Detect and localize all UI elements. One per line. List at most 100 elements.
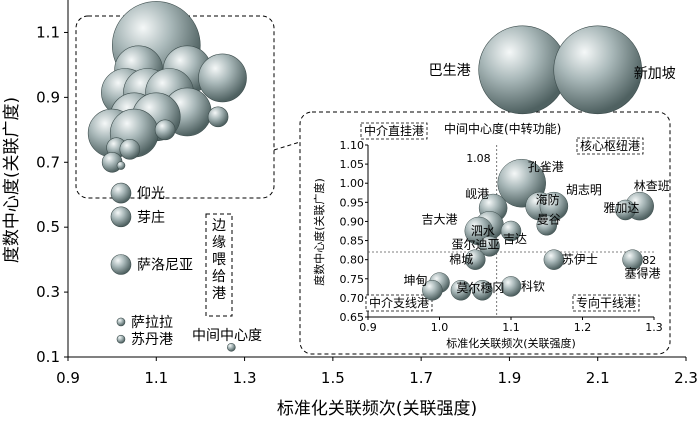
quadrant-label-intermediary-feeder: 中介支线港 xyxy=(369,295,429,310)
inset-bubble xyxy=(472,279,493,301)
inset-point-label: 海防 xyxy=(536,192,560,207)
main-point-label: 巴生港 xyxy=(429,63,471,79)
main-bubble xyxy=(116,161,126,170)
inset-y-tick-label: 0.95 xyxy=(340,196,365,209)
callout-connector-line xyxy=(273,141,301,151)
inset-y-tick-label: 0.65 xyxy=(340,311,365,324)
inset-point-label: 坤甸 xyxy=(404,273,428,288)
main-x-tick-label: 2.3 xyxy=(674,369,698,387)
inset-y-tick-label: 0.70 xyxy=(340,292,365,305)
inset-y-tick-label: 1.10 xyxy=(340,139,365,152)
main-bubble xyxy=(198,53,247,103)
inset-x-tick-label: 1.0 xyxy=(431,321,449,334)
inset-x-axis-label: 标准化关联频次(关联强度) xyxy=(446,336,576,350)
main-x-tick-label: 2.1 xyxy=(586,369,610,387)
quadrant-label-intermediary-direct: 中介直挂港 xyxy=(364,123,424,138)
inset-bubble xyxy=(615,199,636,221)
main-point-label: 芽庄 xyxy=(137,209,165,226)
inset-point-label: 孔雀港 xyxy=(528,160,564,174)
main-bubble xyxy=(119,138,141,160)
main-y-tick-label: 0.7 xyxy=(36,153,60,171)
main-point-label: 萨洛尼亚 xyxy=(137,258,193,274)
inset-ref-x-label: 1.08 xyxy=(466,152,491,165)
inset-x-tick-label: 0.9 xyxy=(359,321,377,334)
main-bubble xyxy=(227,342,236,352)
betweenness-annotation: 中间中心度 xyxy=(192,328,262,344)
quadrant-label-intermediary-feeder-box xyxy=(365,294,433,312)
inset-bubble xyxy=(450,279,472,301)
inset-point-label: 苏伊士 xyxy=(562,253,598,267)
main-bubble xyxy=(110,254,132,275)
quadrant-label-core-hub: 核心枢纽港 xyxy=(580,138,640,153)
main-ticks: 0.9 1.1 1.3 1.5 1.7 1.9 2.1 2.3 0.1 0.3 0.5 0.7 0.9 1… xyxy=(36,23,698,387)
inset-bubbles xyxy=(422,158,654,301)
inset-point-label: 棉城 xyxy=(449,253,473,267)
main-bubble xyxy=(110,182,132,204)
quadrant-label-betweenness: 中间中心度(中转功能) xyxy=(444,121,561,136)
inset-bubble xyxy=(500,276,522,297)
inset-y-tick-label: 0.75 xyxy=(340,273,365,286)
main-x-tick-label: 0.9 xyxy=(56,369,80,387)
inset-point-label: 岘港 xyxy=(465,187,489,201)
inset-point-label: 莫尔穆冈 xyxy=(456,280,504,295)
main-point-label: 新加坡 xyxy=(634,66,676,82)
main-x-tick-label: 1.9 xyxy=(497,369,521,387)
main-x-tick-label: 1.3 xyxy=(233,369,257,387)
main-y-tick-label: 0.9 xyxy=(36,88,60,106)
inset-point-label: 吉达 xyxy=(503,232,527,246)
main-bubble xyxy=(154,119,176,141)
feeder-port-annotation: 边缘喂给港 xyxy=(212,218,226,302)
inset-x-tick-label: 1.1 xyxy=(502,321,520,334)
inset-y-tick-label: 0.90 xyxy=(340,215,365,228)
main-bubble xyxy=(207,106,229,128)
inset-x-tick-label: 1.3 xyxy=(645,321,663,334)
inset-bubble xyxy=(422,279,443,301)
inset-point-labels: 孔雀港海防胡志明林查班岘港吉大港曼谷雅加达泗水吉达蛋尔迪亚棉城苏伊士塞得港坤甸莫… xyxy=(404,160,670,295)
inset-point-label: 胡志明 xyxy=(566,183,602,197)
inset-y-tick-label: 0.85 xyxy=(340,235,365,248)
main-x-tick-label: 1.7 xyxy=(409,369,433,387)
main-bubble xyxy=(553,25,643,115)
main-y-tick-label: 1.1 xyxy=(36,23,60,41)
main-bubbles xyxy=(87,1,643,352)
inset-ticks: 0.9 1.0 1.1 1.2 1.3 0.65 0.70 0.75 0.80 0.85 0.90 0… xyxy=(340,139,663,334)
inset-point-label: 泗水 xyxy=(471,224,495,238)
main-bubble xyxy=(116,334,126,344)
inset-point-label: 科钦 xyxy=(521,279,545,293)
inset-x-tick-label: 1.2 xyxy=(574,321,592,334)
inset-point-label: 蛋尔迪亚 xyxy=(452,236,500,251)
inset-point-label: 塞得港 xyxy=(625,266,661,281)
quadrant-label-intermediary-direct-box xyxy=(360,122,428,140)
main-y-tick-label: 0.3 xyxy=(36,283,60,301)
inset-bubble xyxy=(622,249,643,270)
quadrant-label-dedicated-trunk: 专向干线港 xyxy=(576,295,636,310)
inset-y-tick-label: 0.80 xyxy=(340,254,365,267)
main-axes xyxy=(67,0,686,358)
main-x-tick-label: 1.5 xyxy=(321,369,345,387)
feeder-annotation-box xyxy=(205,213,233,317)
inset-y-tick-label: 1.00 xyxy=(340,177,365,190)
inset-bubble xyxy=(479,236,500,257)
inset-y-axis-label: 度数中心度(关联广度) xyxy=(312,178,326,286)
main-point-label: 仰光 xyxy=(137,186,165,202)
quadrant-label-dedicated-trunk-box xyxy=(572,294,640,312)
inset-point-label: 曼谷 xyxy=(537,212,561,226)
inset-y-tick-label: 1.05 xyxy=(340,158,365,171)
main-y-tick-label: 0.1 xyxy=(36,348,60,366)
main-y-axis-label: 度数中心度(关联广度) xyxy=(2,97,22,263)
main-bubble xyxy=(110,206,132,228)
quadrant-label-core-hub-box xyxy=(576,137,644,155)
inset-point-label: 吉大港 xyxy=(422,212,458,226)
main-x-tick-label: 1.1 xyxy=(144,369,168,387)
main-point-label: 苏丹港 xyxy=(131,332,173,348)
main-y-tick-label: 0.5 xyxy=(36,218,60,236)
inset-bubble xyxy=(536,215,557,236)
inset-bubble xyxy=(543,249,565,270)
main-point-label: 萨拉拉 xyxy=(131,315,173,331)
inset-point-label: 雅加达 xyxy=(603,200,639,215)
main-bubble xyxy=(116,317,126,327)
